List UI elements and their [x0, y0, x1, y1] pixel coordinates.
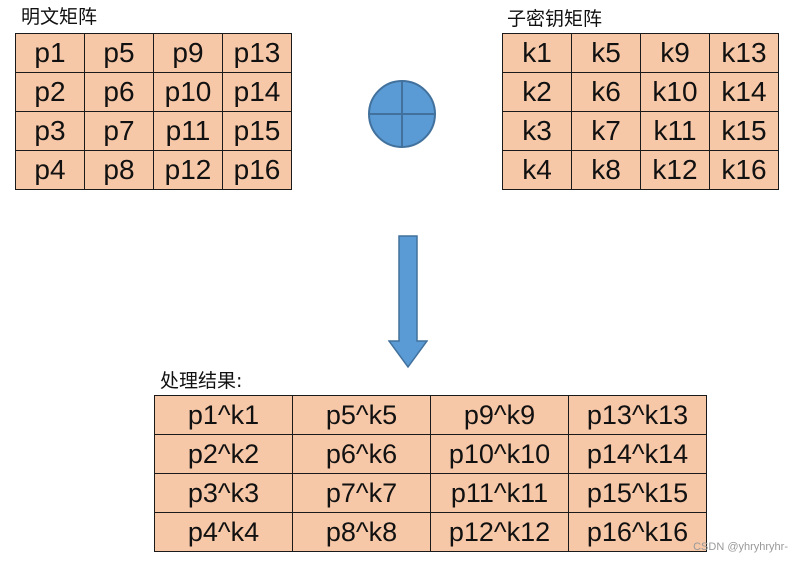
plaintext-cell: p2	[15, 72, 85, 112]
down-arrow-icon	[387, 235, 429, 373]
table-row: p1^k1 p5^k5 p9^k9 p13^k13	[154, 395, 707, 435]
plaintext-cell: p6	[84, 72, 154, 112]
plaintext-cell: p1	[15, 33, 85, 73]
subkey-cell: k1	[502, 33, 572, 73]
plaintext-cell: p9	[153, 33, 223, 73]
result-cell: p6^k6	[292, 434, 431, 474]
result-matrix-body: p1^k1 p5^k5 p9^k9 p13^k13 p2^k2 p6^k6 p1…	[154, 395, 707, 552]
xor-symbol-graphic	[368, 80, 436, 148]
result-cell: p2^k2	[154, 434, 293, 474]
subkey-cell: k7	[571, 111, 641, 151]
subkey-cell: k3	[502, 111, 572, 151]
subkey-matrix: k1 k5 k9 k13 k2 k6 k10 k14 k3 k7 k11 k15…	[502, 33, 779, 190]
subkey-cell: k10	[640, 72, 710, 112]
subkey-cell: k5	[571, 33, 641, 73]
result-cell: p12^k12	[430, 512, 569, 552]
subkey-cell: k13	[709, 33, 779, 73]
result-cell: p14^k14	[568, 434, 707, 474]
subkey-matrix-body: k1 k5 k9 k13 k2 k6 k10 k14 k3 k7 k11 k15…	[502, 33, 779, 190]
subkey-cell: k4	[502, 150, 572, 190]
subkey-cell: k8	[571, 150, 641, 190]
plaintext-cell: p7	[84, 111, 154, 151]
table-row: p4 p8 p12 p16	[15, 150, 292, 190]
table-row: p2 p6 p10 p14	[15, 72, 292, 112]
result-cell: p5^k5	[292, 395, 431, 435]
result-cell: p4^k4	[154, 512, 293, 552]
plaintext-matrix-label: 明文矩阵	[21, 6, 98, 28]
plaintext-cell: p10	[153, 72, 223, 112]
table-row: k3 k7 k11 k15	[502, 111, 779, 151]
table-row: p2^k2 p6^k6 p10^k10 p14^k14	[154, 434, 707, 474]
plaintext-cell: p3	[15, 111, 85, 151]
table-row: p4^k4 p8^k8 p12^k12 p16^k16	[154, 512, 707, 552]
plaintext-cell: p4	[15, 150, 85, 190]
xor-circle-plus-icon	[367, 79, 437, 153]
subkey-matrix-label: 子密钥矩阵	[507, 8, 603, 30]
table-row: k1 k5 k9 k13	[502, 33, 779, 73]
subkey-cell: k12	[640, 150, 710, 190]
plaintext-cell: p13	[222, 33, 292, 73]
result-cell: p7^k7	[292, 473, 431, 513]
down-arrow-graphic	[387, 235, 429, 369]
subkey-cell: k6	[571, 72, 641, 112]
result-cell: p9^k9	[430, 395, 569, 435]
plaintext-cell: p11	[153, 111, 223, 151]
result-cell: p3^k3	[154, 473, 293, 513]
result-cell: p8^k8	[292, 512, 431, 552]
subkey-cell: k11	[640, 111, 710, 151]
result-matrix-label: 处理结果:	[160, 370, 243, 392]
plaintext-matrix-body: p1 p5 p9 p13 p2 p6 p10 p14 p3 p7 p11 p15…	[15, 33, 292, 190]
result-cell: p1^k1	[154, 395, 293, 435]
watermark-text: CSDN @yhryhryhr-	[693, 541, 788, 553]
result-cell: p13^k13	[568, 395, 707, 435]
result-cell: p10^k10	[430, 434, 569, 474]
result-cell: p16^k16	[568, 512, 707, 552]
result-matrix: p1^k1 p5^k5 p9^k9 p13^k13 p2^k2 p6^k6 p1…	[154, 395, 707, 552]
table-row: p3 p7 p11 p15	[15, 111, 292, 151]
plaintext-cell: p8	[84, 150, 154, 190]
subkey-cell: k15	[709, 111, 779, 151]
subkey-cell: k9	[640, 33, 710, 73]
plaintext-cell: p15	[222, 111, 292, 151]
table-row: p1 p5 p9 p13	[15, 33, 292, 73]
table-row: k2 k6 k10 k14	[502, 72, 779, 112]
result-cell: p11^k11	[430, 473, 569, 513]
subkey-cell: k16	[709, 150, 779, 190]
plaintext-cell: p14	[222, 72, 292, 112]
table-row: p3^k3 p7^k7 p11^k11 p15^k15	[154, 473, 707, 513]
plaintext-cell: p5	[84, 33, 154, 73]
table-row: k4 k8 k12 k16	[502, 150, 779, 190]
result-cell: p15^k15	[568, 473, 707, 513]
subkey-cell: k2	[502, 72, 572, 112]
plaintext-matrix: p1 p5 p9 p13 p2 p6 p10 p14 p3 p7 p11 p15…	[15, 33, 292, 190]
subkey-cell: k14	[709, 72, 779, 112]
plaintext-cell: p12	[153, 150, 223, 190]
plaintext-cell: p16	[222, 150, 292, 190]
